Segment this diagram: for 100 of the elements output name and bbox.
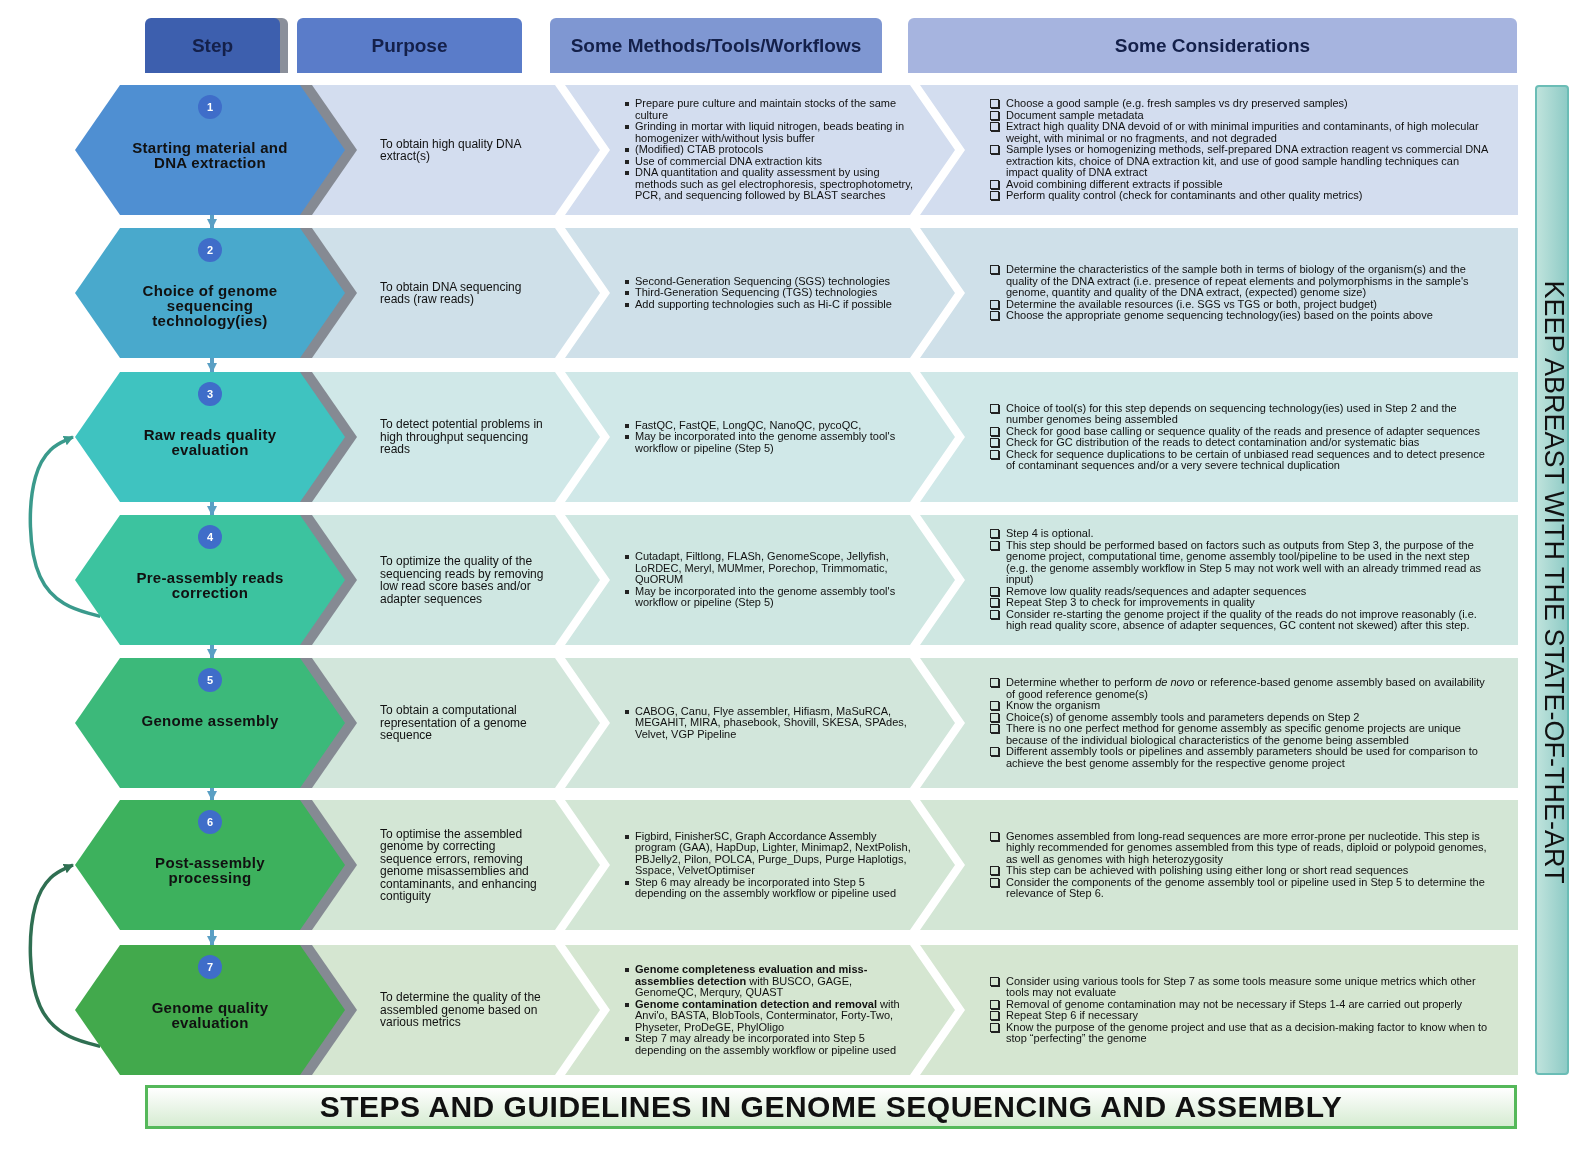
consideration-text: Repeat Step 3 to check for improvements in quality <box>1006 597 1255 609</box>
consideration-text: Perform quality control (check for contaminants and other quality metrics) <box>1006 190 1363 202</box>
methods-panel <box>565 658 955 788</box>
consideration-text: Document sample metadata <box>1006 109 1144 122</box>
consideration-text: Avoid combining different extracts if possible <box>1006 178 1223 191</box>
step-title: Genome assembly <box>140 713 280 728</box>
consideration-text: Consider using various tools for Step 7 as some tools measure some unique metrics which other tools may not evaluate <box>1006 975 1477 999</box>
considerations-panel <box>920 658 1518 788</box>
side-banner <box>1535 85 1569 1075</box>
purpose-panel <box>357 945 600 1075</box>
purpose-panel <box>357 228 600 358</box>
consideration-text: Check for sequence duplications to be certain of unbiased read sequences and to detect presence of contaminant sequences and/or a very severe technical duplication <box>1006 448 1486 472</box>
methods-panel <box>565 85 955 215</box>
consideration-text: Extract high quality DNA devoid of or with minimal impurities and contaminants, of high molecular weight, with minimal or no fragments, and not degraded <box>1006 121 1480 145</box>
arrow <box>207 215 217 229</box>
step-title: Starting material and DNA extraction <box>131 140 289 170</box>
method-text: FastQC, FastQE, LongQC, NanoQC, pycoQC, <box>635 419 862 432</box>
consideration-text: Step 4 is optional. <box>1006 528 1094 540</box>
arrow <box>207 788 217 801</box>
purpose-panel <box>357 372 600 502</box>
purpose-text: To optimise the assembled genome by correcting sequence errors, removing genome misassemblies and contaminants, and enhancing contiguity <box>380 827 538 903</box>
step-title: Choice of genome sequencing technology(ies) <box>141 283 279 328</box>
method-text: Genome contamination detection and removal with Anvi'o, BASTA, BlobTools, Conterminator, Forty-Two, Physeter, ProDeGE, PhylOligo <box>635 998 901 1033</box>
purpose-text: To obtain DNA sequencing reads (raw reads) <box>380 280 523 306</box>
methods-panel <box>565 800 955 930</box>
method-text: DNA quantitation and quality assessment by using methods such as gel electrophoresis, spectrophotometry, PCR, and sequencing followed by BLAST searches <box>635 167 913 202</box>
purpose-text: To optimize the quality of the sequencing reads by removing low read score bases and/or adapter sequences <box>380 555 545 605</box>
step-hexagon <box>75 800 357 930</box>
consideration-text: Determine the characteristics of the sample both in terms of biology of the organism(s) and the quality of the DNA extract (i.e. presence of repeat elements and polymorphisms in the sample's genome, quantity and quality of the DNA extract, (expected) genome size) <box>1006 264 1470 299</box>
arrow <box>207 358 217 373</box>
arrow <box>207 502 217 516</box>
method-text: Figbird, FinisherSC, Graph Accordance Assembly program (GAA), HapDup, Lighter, Minimap2, NextPolish, PBJelly2, Pilon, POLCA, Purge_Dups, Purge Haplotigs, Sspace, VelvetOptimiser <box>635 830 912 877</box>
method-text: Genome completeness evaluation and miss-assemblies detection with BUSCO, GAGE, GenomeQC, Merqury, QUAST <box>635 964 869 999</box>
consideration-text: Check for GC distribution of the reads to detect contamination and/or systematic bias <box>1006 437 1420 449</box>
consideration-text: Removal of genome contamination may not be necessary if Steps 1-4 are carried out properly <box>1006 998 1463 1010</box>
consideration-text: There is no one perfect method for genome assembly as specific genome projects are unique because of the individual biological characteristics of the genome being assembled <box>1006 723 1462 746</box>
method-text: Step 7 may already be incorporated into Step 5 depending on the assembly workflow or pipeline used <box>635 1033 898 1056</box>
methods-panel <box>565 228 955 358</box>
purpose-text: To detect potential problems in high throughput sequencing reads <box>380 418 544 456</box>
purpose-panel <box>357 515 600 645</box>
arrow <box>207 930 217 946</box>
step-hexagon <box>75 658 357 788</box>
consideration-text: Consider re-starting the genome project if the quality of the reads do not improve reasonably (i.e. high read quality score, absence of adapter sequences, GC content not skewed) after this step. <box>1006 608 1478 632</box>
consideration-text: Choose the appropriate genome sequencing technology(ies) based on the points above <box>1006 310 1433 322</box>
methods-panel <box>565 945 955 1075</box>
column-header: Some Methods/Tools/Workflows <box>550 18 882 73</box>
considerations-panel <box>920 372 1518 502</box>
consideration-text: Consider the components of the genome assembly tool or pipeline used in Step 5 to determine the relevance of Step 6. <box>1006 876 1486 900</box>
consideration-text: Genomes assembled from long-read sequences are more error-prone per nucleotide. This step is highly recommended for genomes assembled from this type of reads, diploid or polypoid genomes, as well as genomes with high heterozygosity <box>1006 830 1488 865</box>
method-text: Add supporting technologies such as Hi-C if possible <box>635 298 892 311</box>
purpose-text: To obtain a computational representation of a genome sequence <box>380 704 528 742</box>
step-hexagon <box>75 85 357 215</box>
method-text: CABOG, Canu, Flye assembler, Hifiasm, MaSuRCA, MEGAHIT, MIRA, phasebook, Shovill, SKESA, SPAdes, Velvet, VGP Pipeline <box>635 705 908 741</box>
title-banner: STEPS AND GUIDELINES IN GENOME SEQUENCING AND ASSEMBLY <box>145 1085 1517 1129</box>
step-hexagon <box>75 945 357 1075</box>
step-hexagon <box>75 372 357 502</box>
methods-panel <box>565 515 955 645</box>
consideration-text: Check for good base calling or sequence quality of the reads and presence of adapter sequences <box>1006 425 1480 437</box>
step-title: Raw reads quality evaluation <box>142 427 278 457</box>
consideration-text: Know the organism <box>1006 700 1101 712</box>
step-hexagon <box>75 515 357 645</box>
consideration-text: Sample lyses or homogenizing methods, self-prepared DNA extraction reagent vs commercial DNA extraction kits, choice of DNA extraction kit, and use of good sample handling techniques can impact quality of DNA extract <box>1006 144 1489 179</box>
consideration-text: Repeat Step 6 if necessary <box>1006 1010 1139 1022</box>
considerations-panel <box>920 85 1518 215</box>
consideration-text: Choice of tool(s) for this step depends on sequencing technology(ies) used in Step 2 and the number genomes being assembled <box>1006 402 1458 426</box>
method-text: May be incorporated into the genome assembly tool's workflow or pipeline (Step 5) <box>635 585 897 609</box>
step-title: Post-assembly processing <box>154 855 266 885</box>
method-text: Use of commercial DNA extraction kits <box>635 155 823 168</box>
consideration-text: This step should be performed based on factors such as outputs from Step 3, the purpose of the genome project, computational time, genome assembly tool/pipeline to be used in the next step (e.g. the genome assembly workflow in Step 5 may not work well with an already trimmed read as input) <box>1006 539 1483 586</box>
purpose-panel <box>357 658 600 788</box>
step-title: Genome quality evaluation <box>150 1000 270 1030</box>
purpose-text: To determine the quality of the assembled genome based on various metrics <box>380 991 542 1029</box>
method-text: Second-Generation Sequencing (SGS) technologies <box>635 275 890 288</box>
consideration-text: Know the purpose of the genome project and use that as a decision-making factor to know when to stop “perfecting” the genome <box>1006 1021 1489 1045</box>
consideration-text: Different assembly tools or pipelines and assembly parameters should be used for comparison to achieve the best genome assembly for the respective genome project <box>1006 746 1479 769</box>
step-hexagon <box>75 228 357 358</box>
method-text: Third-Generation Sequencing (TGS) technologies <box>635 287 878 299</box>
purpose-panel <box>357 800 600 930</box>
considerations-panel <box>920 515 1518 645</box>
purpose-panel <box>357 85 600 215</box>
method-text: Grinding in mortar with liquid nitrogen, beads beating in homogenizer with/without lysis buffer <box>635 121 906 145</box>
method-text: Step 6 may already be incorporated into Step 5 depending on the assembly workflow or pipeline used <box>635 876 898 900</box>
considerations-panel <box>920 800 1518 930</box>
side-banner-text: KEEP ABREAST WITH THE STATE-OF-THE-ART <box>1538 279 1571 886</box>
consideration-text: Choose a good sample (e.g. fresh samples vs dry preserved samples) <box>1006 98 1348 110</box>
considerations-panel <box>920 945 1518 1075</box>
arrow <box>28 435 101 619</box>
method-text: Prepare pure culture and maintain stocks of the same culture <box>635 98 898 122</box>
arrow <box>207 645 217 659</box>
consideration-text: Determine whether to perform de novo or reference-based genome assembly based on availability of good reference genome(s) <box>1006 677 1486 700</box>
consideration-text: Remove low quality reads/sequences and adapter sequences <box>1006 585 1307 598</box>
consideration-text: Choice(s) of genome assembly tools and parameters depends on Step 2 <box>1006 711 1360 723</box>
method-text: (Modified) CTAB protocols <box>635 144 764 156</box>
step-title: Pre-assembly reads correction <box>135 570 285 600</box>
column-header: Some Considerations <box>908 18 1517 73</box>
purpose-text: To obtain high quality DNA extract(s) <box>380 137 523 163</box>
methods-panel <box>565 372 955 502</box>
considerations-panel <box>920 228 1518 358</box>
method-text: Cutadapt, Filtlong, FLASh, GenomeScope, Jellyfish, LoRDEC, Meryl, MUMmer, Porechop, Trimmomatic, QuORUM <box>635 551 890 586</box>
column-header: Purpose <box>297 18 522 73</box>
